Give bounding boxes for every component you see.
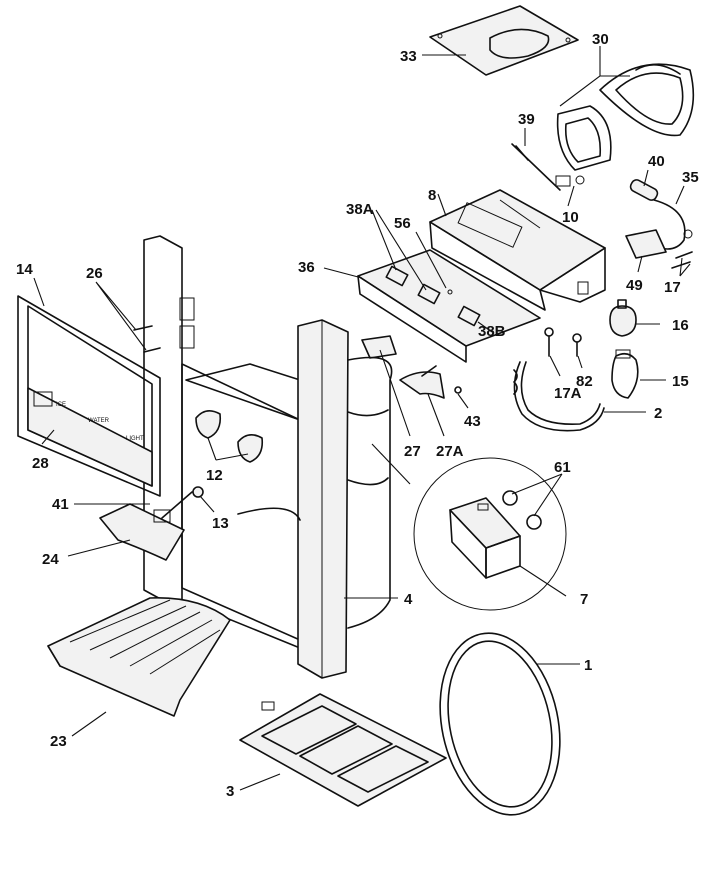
callout-13: 13 [212, 515, 229, 532]
part-16-lamp-socket [609, 299, 637, 337]
leader-lines [33, 46, 691, 791]
part-39-light-housing [511, 105, 612, 191]
part-1-gasket [439, 632, 561, 816]
callout-10: 10 [562, 209, 579, 226]
callout-41: 41 [52, 496, 69, 513]
part-49-relay [625, 229, 667, 259]
part-43-screw [454, 386, 462, 394]
callout-82: 82 [576, 373, 593, 390]
detail-circle [371, 443, 567, 611]
callout-27: 27 [404, 443, 421, 460]
part-40-fuse [629, 179, 659, 201]
callout-15: 15 [672, 373, 689, 390]
part-12-clips [195, 410, 264, 463]
callout-43: 43 [464, 413, 481, 430]
callout-8: 8 [428, 187, 436, 204]
part-82-screw [572, 333, 582, 357]
callout-3: 3 [226, 783, 234, 800]
callout-1: 1 [584, 657, 592, 674]
callout-28: 28 [32, 455, 49, 472]
callout-40: 40 [648, 153, 665, 170]
part-15-light-bulb [611, 349, 639, 399]
callout-17A: 17A [554, 385, 582, 402]
part-24-actuator-paddle [99, 503, 185, 561]
part-23-drip-tray [47, 597, 231, 717]
callout-27A: 27A [436, 443, 464, 460]
callout-4: 4 [404, 591, 413, 608]
part-2-wire-harness [513, 361, 605, 432]
callout-35: 35 [682, 169, 699, 186]
callout-56: 56 [394, 215, 411, 232]
part-7-micro-switch [449, 497, 521, 579]
part-36-switch-bracket [357, 249, 541, 363]
marking-light: LIGHT [126, 436, 144, 442]
marking-ice: ICE [56, 402, 66, 408]
part-35-wire-harness [653, 199, 693, 250]
part-61-insulators [502, 490, 542, 530]
part-41-screw [161, 491, 193, 519]
callout-38B: 38B [478, 323, 506, 340]
part-17A-screw [544, 327, 554, 357]
part-3-heater [239, 693, 447, 807]
callout-12: 12 [206, 467, 223, 484]
part-27A-actuator [399, 365, 445, 399]
part-30-light-cover [599, 63, 695, 137]
callout-33: 33 [400, 48, 417, 65]
callout-7: 7 [580, 591, 588, 608]
part-27-actuator [361, 335, 397, 359]
callout-24: 24 [42, 551, 59, 568]
callout-61: 61 [554, 459, 571, 476]
callout-17: 17 [664, 279, 681, 296]
part-26-screws [133, 325, 161, 353]
part-33-mounting-plate [429, 5, 579, 76]
callout-38A: 38A [346, 201, 374, 218]
callout-49: 49 [626, 277, 643, 294]
part-28-control-overlay: ICE WATER LIGHT [27, 387, 153, 487]
callout-30: 30 [592, 31, 609, 48]
callout-2: 2 [654, 405, 662, 422]
part-4-front-panel [297, 319, 349, 679]
callout-39: 39 [518, 111, 535, 128]
part-8-control-housing [429, 189, 606, 311]
callout-23: 23 [50, 733, 67, 750]
marking-water: WATER [88, 418, 110, 424]
callout-26: 26 [86, 265, 103, 282]
callout-16: 16 [672, 317, 689, 334]
part-13-nut [192, 486, 204, 498]
callout-labels: 33 30 39 40 35 8 10 38A 56 36 38B 49 17 … [16, 31, 699, 800]
dispenser-frame [143, 235, 301, 649]
callout-14: 14 [16, 261, 33, 278]
callout-36: 36 [298, 259, 315, 276]
